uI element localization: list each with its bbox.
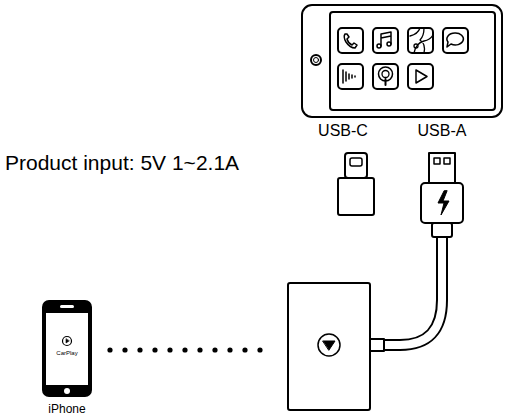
usb-a-plug <box>421 153 463 237</box>
port-label: USB-C <box>318 123 368 139</box>
usb-c-adapter <box>338 153 374 215</box>
device-label: iPhone <box>48 403 85 415</box>
iphone <box>42 300 92 397</box>
screen-text: CarPlay <box>56 350 77 356</box>
car-screen <box>302 5 502 117</box>
adapter-box <box>288 283 370 410</box>
wireless-link <box>107 347 262 352</box>
input-spec: Product input: 5V 1~2.1A <box>5 152 239 173</box>
port-label: USB-A <box>418 123 467 139</box>
cable <box>370 236 442 351</box>
